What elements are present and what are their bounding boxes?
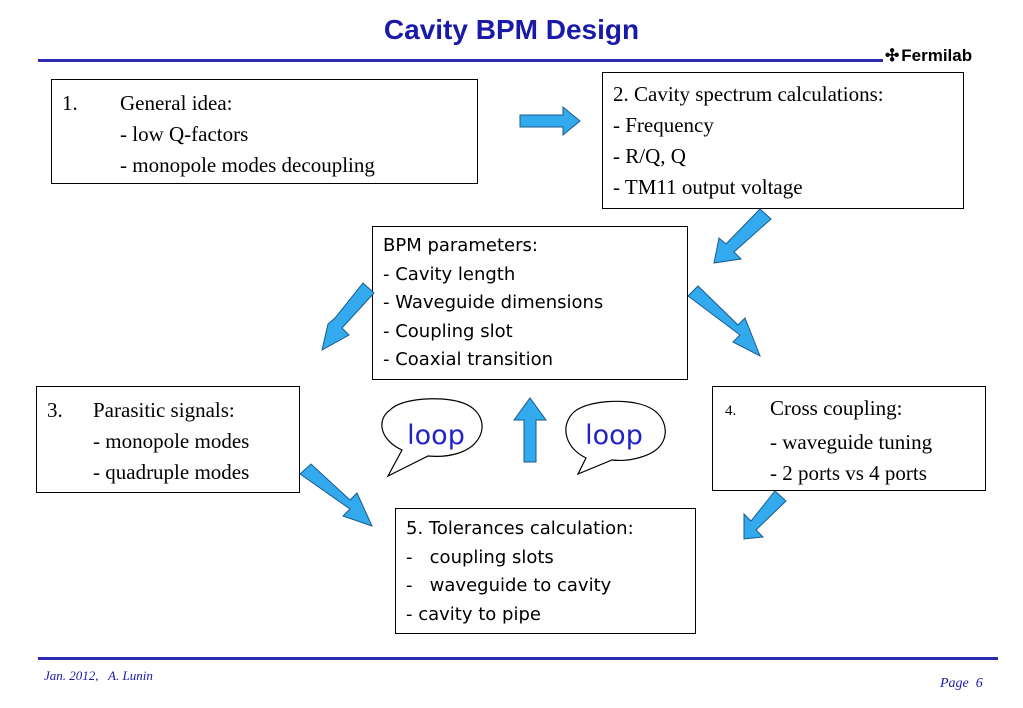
box-parasitic-signals: 3. Parasitic signals: - monopole modes - … <box>36 386 300 493</box>
footer-divider <box>38 657 998 660</box>
arrow-down-right-icon <box>687 285 761 358</box>
box3-item: - quadruple modes <box>93 460 250 484</box>
fermilab-logo-icon: ✣ <box>885 46 900 65</box>
center-heading: BPM parameters: <box>383 235 538 256</box>
box1-number: 1. <box>62 91 78 115</box>
center-item: - Coaxial transition <box>383 349 553 370</box>
page-title: Cavity BPM Design <box>383 14 640 45</box>
fermilab-logo: ✣Fermilab <box>885 46 972 66</box>
box2-item: - R/Q, Q <box>613 144 686 168</box>
loop-label-right: loop <box>585 420 643 451</box>
loop-label-left: loop <box>407 420 465 451</box>
box5-heading: 5. Tolerances calculation: <box>406 518 634 539</box>
logo-text: Fermilab <box>901 46 973 65</box>
box4-item: - waveguide tuning <box>770 430 933 454</box>
box2-item: - Frequency <box>613 113 714 137</box>
arrow-right-icon <box>519 105 581 137</box>
arrow-down-left-icon <box>743 490 787 540</box>
box3-heading: Parasitic signals: <box>93 398 235 422</box>
arrow-down-left-icon <box>321 282 375 351</box>
box5-item: - waveguide to cavity <box>406 575 612 596</box>
box4-heading: Cross coupling: <box>770 396 903 420</box>
title-divider <box>38 59 883 62</box>
box-cavity-spectrum: 2. Cavity spectrum calculations: - Frequ… <box>602 72 964 209</box>
center-item: - Waveguide dimensions <box>383 292 604 313</box>
box5-item: - cavity to pipe <box>406 603 541 625</box>
box2-heading: 2. Cavity spectrum calculations: <box>613 82 884 106</box>
box4-number: 4. <box>725 403 737 419</box>
box-bpm-parameters: BPM parameters: - Cavity length - Wavegu… <box>372 226 688 380</box>
box1-item: - low Q-factors <box>120 122 249 146</box>
box-tolerances: 5. Tolerances calculation: - coupling sl… <box>395 508 696 634</box>
center-item: - Coupling slot <box>383 320 513 342</box>
arrow-down-left-icon <box>713 208 772 264</box>
footer-date-author: Jan. 2012, A. Lunin <box>44 668 153 683</box>
arrow-down-right-icon <box>299 463 373 527</box>
box5-item: - coupling slots <box>406 546 554 568</box>
loop-bubble-right: loop <box>565 400 666 476</box>
center-item: - Cavity length <box>383 263 516 285</box>
footer-page-number: Page 6 <box>940 676 983 691</box>
box-cross-coupling: 4. Cross coupling: - waveguide tuning - 2… <box>712 386 986 491</box>
box1-heading: General idea: <box>120 91 233 115</box>
box2-item: - TM11 output voltage <box>613 175 803 199</box>
loop-bubble-left: loop <box>381 398 483 478</box>
arrow-up-icon <box>513 397 547 463</box>
box3-item: - monopole modes <box>93 429 250 453</box>
box3-number: 3. <box>47 398 63 422</box>
box4-item: - 2 ports vs 4 ports <box>770 461 927 485</box>
box1-item: - monopole modes decoupling <box>120 153 375 177</box>
box-general-idea: 1. General idea: - low Q-factors - monopo… <box>51 79 478 184</box>
